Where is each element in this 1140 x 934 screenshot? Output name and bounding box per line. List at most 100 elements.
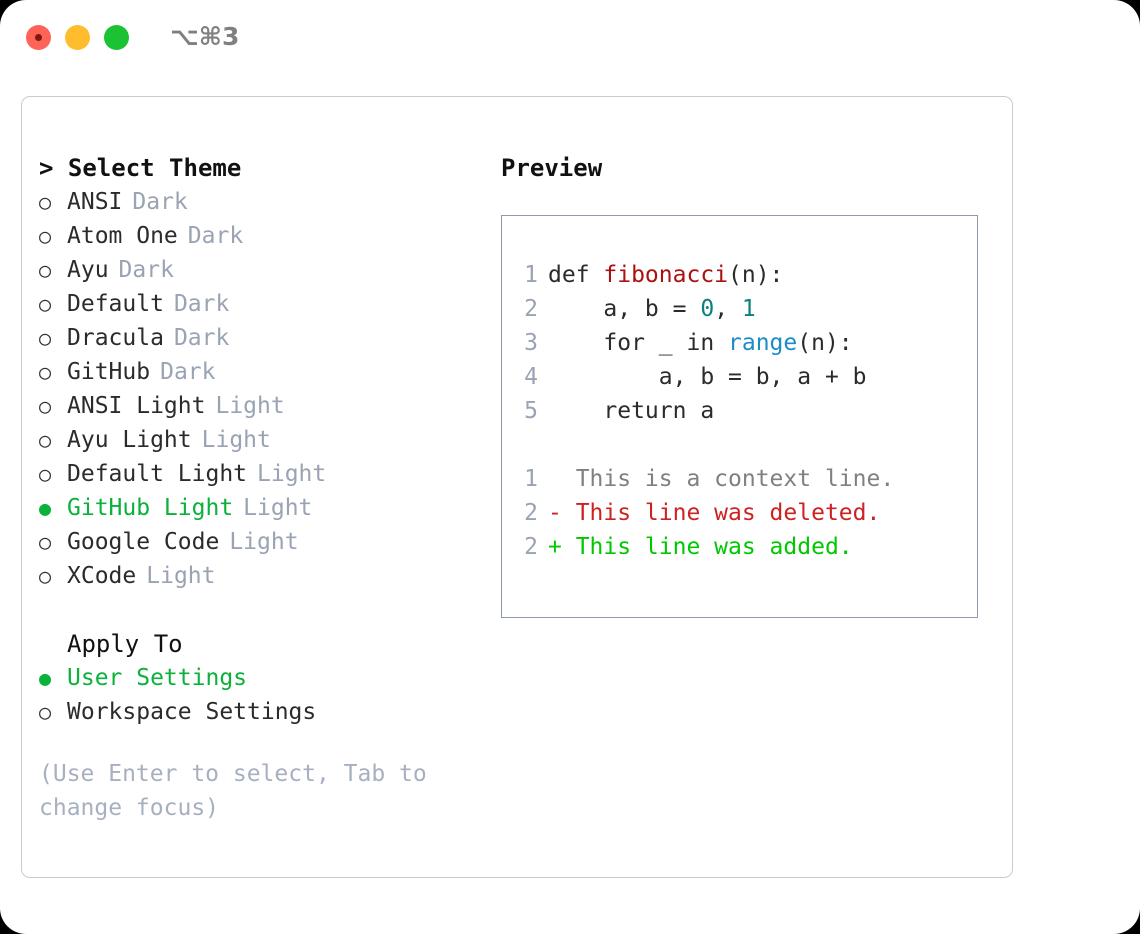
diff-line-number: 1 xyxy=(524,466,538,492)
code-token-plain: (n): xyxy=(797,330,853,356)
code-line-text: def fibonacci(n): xyxy=(548,258,783,292)
code-token-num: 1 xyxy=(741,296,756,322)
diff-line: 2 - This line was deleted. xyxy=(502,496,977,530)
diff-line-text: - This line was deleted. xyxy=(548,500,881,526)
theme-option-ansi[interactable]: ○ ANSI Dark xyxy=(39,185,469,219)
code-line-number: 2 xyxy=(524,296,538,322)
keyboard-shortcut-label: ⌥⌘3 xyxy=(170,22,240,51)
diff-line-text: + This line was added. xyxy=(548,534,853,560)
code-token-num: 0 xyxy=(700,296,715,322)
radio-unselected-icon: ○ xyxy=(39,462,52,486)
apply-to-option-workspace-settings[interactable]: ○ Workspace Settings xyxy=(39,695,469,729)
code-token-kw: for _ in xyxy=(548,330,729,356)
theme-option-category: Dark xyxy=(160,359,216,385)
maximize-button-icon[interactable] xyxy=(104,25,129,50)
radio-unselected-icon: ○ xyxy=(39,360,52,384)
theme-option-category: Light xyxy=(201,427,271,453)
theme-option-label: ANSI xyxy=(67,189,123,215)
theme-option-ayu[interactable]: ○ Ayu Dark xyxy=(39,253,469,287)
code-line: 3 for _ in range(n): xyxy=(502,326,977,360)
keyboard-hint-text: (Use Enter to select, Tab to change focu… xyxy=(39,761,427,821)
code-token-plain: , xyxy=(714,296,742,322)
theme-option-label: Ayu xyxy=(67,257,109,283)
theme-option-category: Light xyxy=(146,563,216,589)
radio-unselected-icon: ○ xyxy=(39,292,52,316)
apply-to-option-label: Workspace Settings xyxy=(67,699,317,725)
code-diff-separator xyxy=(502,428,977,462)
diff-line-number: 2 xyxy=(524,534,538,560)
code-line: 5 return a xyxy=(502,394,977,428)
theme-option-google-code[interactable]: ○ Google Code Light xyxy=(39,525,469,559)
code-line-text: a, b = b, a + b xyxy=(548,360,867,394)
theme-option-label: Atom One xyxy=(67,223,178,249)
theme-option-github[interactable]: ○ GitHub Dark xyxy=(39,355,469,389)
theme-option-label: ANSI Light xyxy=(67,393,206,419)
code-line-text: return a xyxy=(548,394,714,428)
code-token-plain: a, b = b, a + b xyxy=(548,364,867,390)
theme-option-label: GitHub Light xyxy=(67,495,234,521)
theme-option-ayu-light[interactable]: ○ Ayu Light Light xyxy=(39,423,469,457)
theme-option-label: Default xyxy=(67,291,164,317)
code-line: 2 a, b = 0, 1 xyxy=(502,292,977,326)
radio-selected-icon: ● xyxy=(39,496,52,520)
minimize-button-icon[interactable] xyxy=(65,25,90,50)
diff-line: 1 This is a context line. xyxy=(502,462,977,496)
code-line-number: 3 xyxy=(524,330,538,356)
radio-unselected-icon: ○ xyxy=(39,564,52,588)
theme-option-default[interactable]: ○ Default Dark xyxy=(39,287,469,321)
theme-option-label: Google Code xyxy=(67,529,220,555)
diff-line: 2 + This line was added. xyxy=(502,530,977,564)
radio-unselected-icon: ○ xyxy=(39,394,52,418)
radio-unselected-icon: ○ xyxy=(39,258,52,282)
code-line: 1 def fibonacci(n): xyxy=(502,258,977,292)
code-token-fn: fibonacci xyxy=(603,262,729,288)
theme-option-label: Default Light xyxy=(67,461,248,487)
theme-option-xcode[interactable]: ○ XCode Light xyxy=(39,559,469,593)
theme-option-category: Dark xyxy=(132,189,188,215)
title-bar: ⌥⌘3 xyxy=(0,0,1140,76)
theme-option-category: Dark xyxy=(173,325,230,351)
theme-option-category: Light xyxy=(215,393,285,419)
list-spacer xyxy=(39,593,469,627)
theme-option-category: Light xyxy=(229,529,299,555)
code-line-number: 4 xyxy=(524,364,538,390)
radio-unselected-icon: ○ xyxy=(39,700,52,724)
code-line-text: for _ in range(n): xyxy=(548,326,853,360)
apply-to-option-label: User Settings xyxy=(67,665,248,691)
radio-unselected-icon: ○ xyxy=(39,190,52,214)
apply-to-list[interactable]: ● User Settings ○ Workspace Settings xyxy=(39,661,469,729)
radio-selected-icon: ● xyxy=(39,666,52,690)
code-token-plain: (n): xyxy=(728,262,784,288)
theme-option-category: Light xyxy=(243,495,313,521)
radio-unselected-icon: ○ xyxy=(39,428,52,452)
code-line-number: 1 xyxy=(524,262,538,288)
code-line-text: a, b = 0, 1 xyxy=(548,292,756,326)
diff-line-number: 2 xyxy=(524,500,538,526)
close-button-icon[interactable] xyxy=(26,25,51,50)
apply-to-option-user-settings[interactable]: ● User Settings xyxy=(39,661,469,695)
diff-line-text: This is a context line. xyxy=(548,466,895,492)
radio-unselected-icon: ○ xyxy=(39,530,52,554)
code-line-number: 5 xyxy=(524,398,538,424)
theme-option-label: Dracula xyxy=(67,325,164,351)
theme-option-ansi-light[interactable]: ○ ANSI Light Light xyxy=(39,389,469,423)
theme-option-label: GitHub xyxy=(67,359,151,385)
theme-option-category: Dark xyxy=(173,291,230,317)
theme-option-category: Dark xyxy=(118,257,174,283)
code-token-bi: range xyxy=(728,330,798,356)
theme-option-github-light[interactable]: ● GitHub Light Light xyxy=(39,491,469,525)
code-token-kw: def xyxy=(548,262,604,288)
theme-option-label: XCode xyxy=(67,563,137,589)
theme-option-label: Ayu Light xyxy=(67,427,192,453)
code-token-kw: return a xyxy=(548,398,715,424)
select-theme-header: > Select Theme xyxy=(39,154,242,182)
code-line: 4 a, b = b, a + b xyxy=(502,360,977,394)
theme-option-category: Dark xyxy=(187,223,244,249)
